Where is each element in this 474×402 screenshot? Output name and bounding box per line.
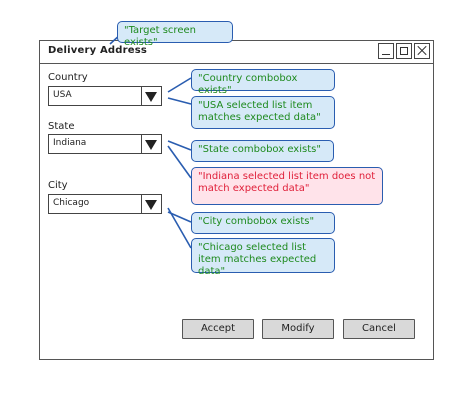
chevron-down-icon[interactable]	[141, 87, 161, 105]
title-bar: Delivery Address	[40, 41, 433, 64]
minimize-icon[interactable]	[378, 43, 394, 59]
note-target-screen: "Target screen exists"	[117, 21, 233, 48]
country-label: Country	[48, 72, 88, 83]
chevron-down-icon[interactable]	[141, 195, 161, 213]
city-selected-value: Chicago	[53, 198, 90, 208]
note-indiana-item: "Indiana selected list item does not mat…	[191, 167, 383, 205]
close-icon[interactable]	[414, 43, 430, 59]
window-controls	[378, 43, 430, 59]
note-country-combobox: "Country combobox exists"	[191, 69, 335, 96]
accept-button[interactable]: Accept	[182, 319, 254, 339]
city-label: City	[48, 180, 68, 191]
country-selected-value: USA	[53, 90, 72, 100]
note-usa-item: "USA selected list item matches expected…	[191, 96, 335, 129]
state-selected-value: Indiana	[53, 138, 87, 148]
state-label: State	[48, 121, 75, 132]
city-combobox[interactable]: Chicago	[48, 194, 162, 214]
note-city-combobox: "City combobox exists"	[191, 212, 335, 234]
modify-button[interactable]: Modify	[262, 319, 334, 339]
chevron-down-icon[interactable]	[141, 135, 161, 153]
country-combobox[interactable]: USA	[48, 86, 162, 106]
state-combobox[interactable]: Indiana	[48, 134, 162, 154]
window-title: Delivery Address	[48, 45, 148, 56]
maximize-icon[interactable]	[396, 43, 412, 59]
cancel-button[interactable]: Cancel	[343, 319, 415, 339]
note-state-combobox: "State combobox exists"	[191, 140, 334, 162]
note-chicago-item: "Chicago selected list item matches expe…	[191, 238, 335, 277]
